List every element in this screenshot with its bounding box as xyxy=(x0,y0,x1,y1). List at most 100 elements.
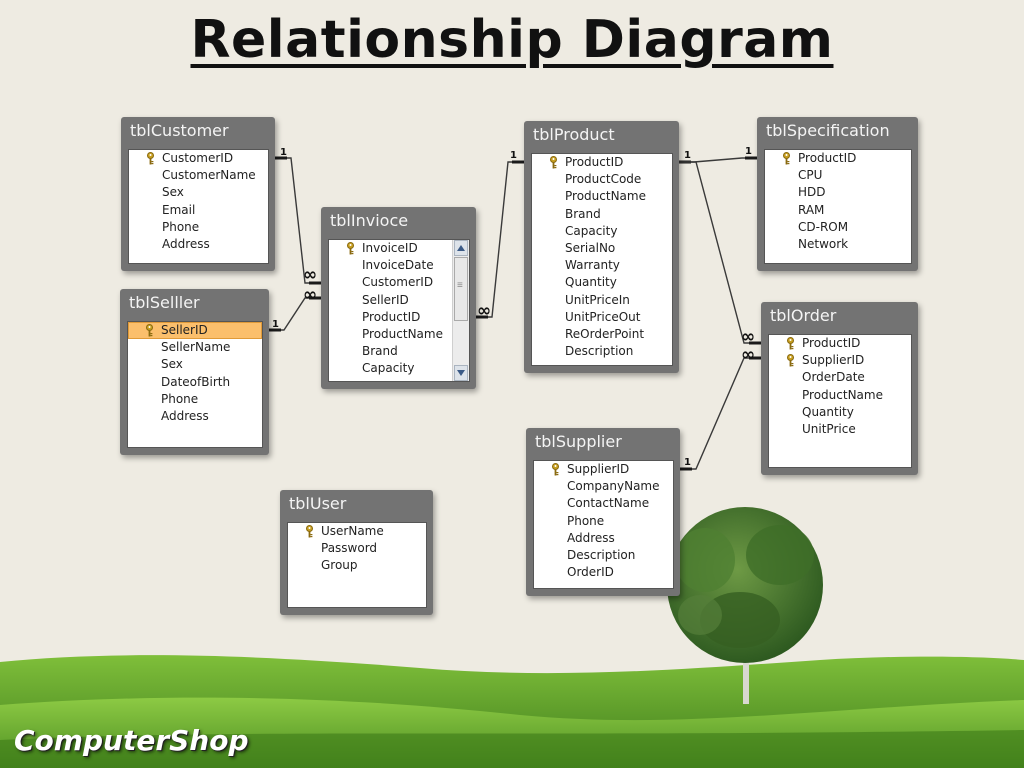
field-row[interactable]: DateofBirth xyxy=(128,374,262,391)
field-row[interactable]: Phone xyxy=(129,219,268,236)
field-name: UserName xyxy=(321,524,384,538)
field-row[interactable]: InvoiceDate xyxy=(329,257,453,274)
field-row[interactable]: SupplierID xyxy=(534,461,673,478)
field-row[interactable]: SellerID xyxy=(329,292,453,309)
field-row[interactable]: OrderID xyxy=(534,564,673,581)
cardinality-one: 1 xyxy=(684,150,691,161)
field-row[interactable]: Capacity xyxy=(532,223,672,240)
field-row[interactable]: ProductName xyxy=(329,326,453,343)
field-name: UnitPriceOut xyxy=(565,309,641,324)
field-row[interactable]: Email xyxy=(129,202,268,219)
field-row[interactable]: CPU xyxy=(765,167,911,184)
field-row[interactable]: Sex xyxy=(129,184,268,201)
field-row[interactable]: SerialNo xyxy=(532,240,672,257)
field-row[interactable]: Quantity xyxy=(532,274,672,291)
field-row[interactable]: CompanyName xyxy=(534,478,673,495)
field-name: Network xyxy=(798,236,849,251)
field-row[interactable]: Description xyxy=(532,343,672,360)
field-row[interactable]: SellerName xyxy=(128,339,262,356)
field-row[interactable]: OrderDate xyxy=(769,369,911,386)
field-name: OrderDate xyxy=(802,370,865,385)
field-row[interactable]: Brand xyxy=(532,206,672,223)
relationship-product-invoice xyxy=(476,161,524,318)
field-row[interactable]: Phone xyxy=(128,391,262,408)
field-row[interactable]: ProductName xyxy=(532,188,672,205)
table-title[interactable]: tblSpecification xyxy=(766,121,890,140)
field-row[interactable]: Password xyxy=(288,540,426,557)
field-row[interactable]: ProductID xyxy=(765,150,911,167)
field-row[interactable]: Sex xyxy=(128,356,262,373)
field-row[interactable]: Description xyxy=(534,547,673,564)
field-row[interactable]: CD-ROM xyxy=(765,219,911,236)
vertical-scrollbar[interactable] xyxy=(452,240,469,381)
scroll-up-icon[interactable] xyxy=(454,240,468,256)
field-name: ProductID xyxy=(802,336,861,350)
field-row[interactable]: Address xyxy=(129,236,268,253)
field-row[interactable]: Network xyxy=(765,236,911,253)
field-row[interactable]: SellerID xyxy=(128,322,262,340)
field-row[interactable]: ProductID xyxy=(329,309,453,326)
field-row[interactable]: UnitPriceOut xyxy=(532,309,672,326)
field-row[interactable]: Capacity xyxy=(329,360,453,377)
table-title[interactable]: tblSelller xyxy=(129,293,200,312)
field-row[interactable]: UnitPrice xyxy=(769,421,911,438)
field-row[interactable]: CustomerName xyxy=(129,167,268,184)
field-name: ProductID xyxy=(362,309,421,324)
field-row[interactable]: UserName xyxy=(288,523,426,540)
field-row[interactable]: ContactName xyxy=(534,495,673,512)
field-row[interactable]: Group xyxy=(288,557,426,574)
key-icon xyxy=(147,152,154,165)
scroll-down-icon[interactable] xyxy=(454,365,468,381)
table-title[interactable]: tblInvioce xyxy=(330,211,409,230)
cardinality-many: ∞ xyxy=(303,285,317,305)
field-row[interactable]: ProductCode xyxy=(532,171,672,188)
field-row[interactable]: Brand xyxy=(329,343,453,360)
table-title[interactable]: tblProduct xyxy=(533,125,615,144)
field-row[interactable]: HDD xyxy=(765,184,911,201)
page-title: Relationship Diagram xyxy=(190,10,834,70)
cardinality-one: 1 xyxy=(684,457,691,468)
table-title[interactable]: tblUser xyxy=(289,494,347,513)
field-row[interactable]: Warranty xyxy=(532,257,672,274)
field-name: CustomerID xyxy=(162,151,234,165)
field-row[interactable]: Address xyxy=(128,408,262,425)
field-row[interactable]: SupplierID xyxy=(769,352,911,369)
field-row[interactable]: InvoiceID xyxy=(329,240,453,257)
field-row[interactable]: CustomerID xyxy=(129,150,268,167)
table-title[interactable]: tblCustomer xyxy=(130,121,229,140)
field-row[interactable]: ProductID xyxy=(532,154,672,171)
field-name: Brand xyxy=(362,344,398,359)
table-title[interactable]: tblOrder xyxy=(770,306,837,325)
field-row[interactable]: ProductName xyxy=(769,387,911,404)
field-row[interactable]: ReOrderPoint xyxy=(532,326,672,343)
relationship-supplier-order xyxy=(680,357,761,470)
scroll-thumb[interactable] xyxy=(454,257,468,321)
field-name: ProductID xyxy=(798,151,857,165)
field-name: Description xyxy=(567,547,636,562)
field-row[interactable]: RAM xyxy=(765,202,911,219)
field-row[interactable]: Phone xyxy=(534,513,673,530)
field-row[interactable]: CustomerID xyxy=(329,274,453,291)
field-row[interactable]: Quantity xyxy=(769,404,911,421)
cardinality-many: ∞ xyxy=(303,265,317,285)
field-row[interactable]: ProductID xyxy=(769,335,911,352)
field-row[interactable]: Address xyxy=(534,530,673,547)
field-row[interactable]: UnitPriceIn xyxy=(532,292,672,309)
table-title[interactable]: tblSupplier xyxy=(535,432,622,451)
